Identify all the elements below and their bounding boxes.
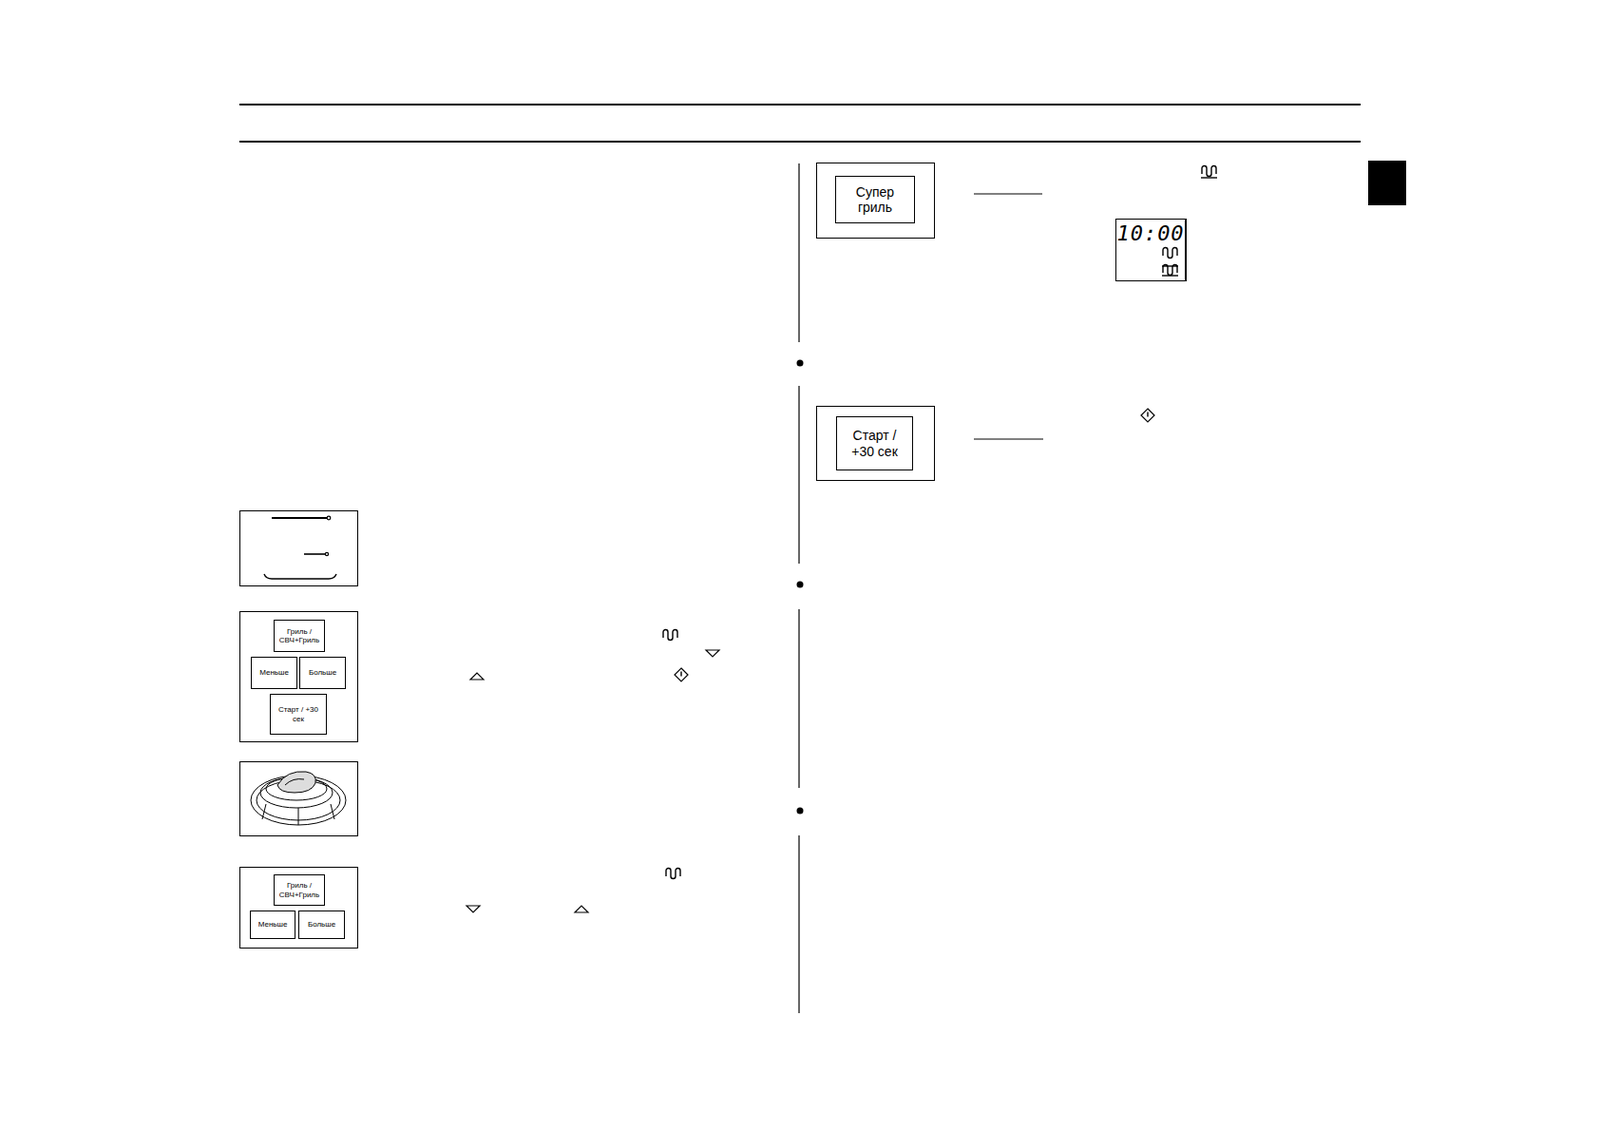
button-label: Больше xyxy=(308,667,337,677)
button-label: Гриль / СВЧ+Гриль xyxy=(277,627,322,645)
heading-underlines xyxy=(973,193,1044,439)
button-label: Меньше xyxy=(258,919,288,929)
less-button: Меньше xyxy=(249,910,296,939)
less-button: Меньше xyxy=(250,656,298,689)
column-divider xyxy=(798,163,800,1013)
more-button: Больше xyxy=(299,656,346,689)
rack-illustration xyxy=(264,515,337,579)
super-grill-button: Супер гриль xyxy=(835,175,915,224)
button-label: Супер гриль xyxy=(847,184,903,215)
panel-symbols xyxy=(466,166,1218,914)
button-label: Старт / +30 сек xyxy=(848,427,901,458)
display-readout: 10:00 xyxy=(1115,218,1187,282)
start-button: Старт / +30 сек xyxy=(269,693,327,735)
button-label: Гриль / СВЧ+Гриль xyxy=(277,880,322,898)
button-label: 10:00 xyxy=(1116,221,1184,246)
button-label: Меньше xyxy=(259,667,289,677)
button-label: Старт / +30 сек xyxy=(273,704,324,723)
header-rules xyxy=(239,104,1361,142)
grill-button: Гриль / СВЧ+Гриль xyxy=(273,619,325,652)
tab-marker xyxy=(1368,160,1407,206)
turntable-illustration xyxy=(250,771,346,825)
button-label: Больше xyxy=(307,919,336,929)
grill-button: Гриль / СВЧ+Гриль xyxy=(273,874,325,906)
figure-frames xyxy=(240,163,935,949)
divider-dots xyxy=(797,360,804,815)
more-button: Больше xyxy=(298,910,345,939)
start-button: Старт / +30 сек xyxy=(836,416,914,471)
